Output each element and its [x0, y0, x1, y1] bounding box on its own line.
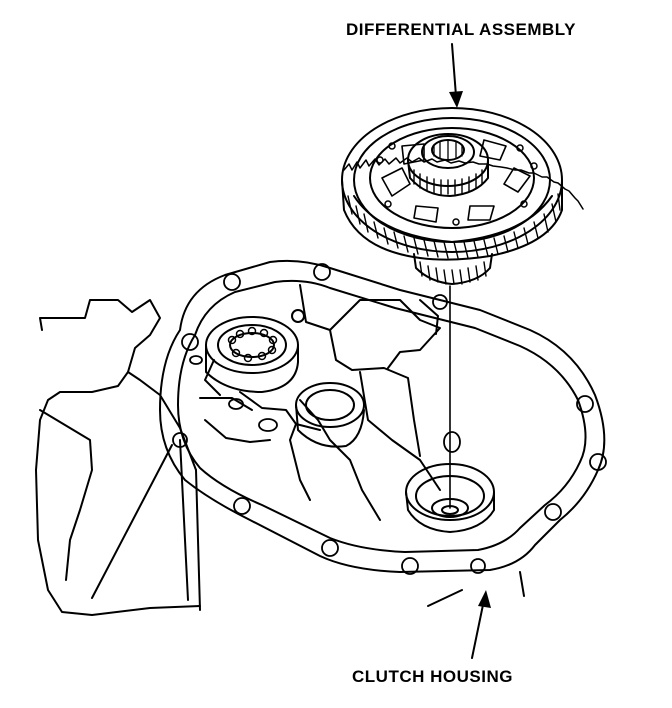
small-locating-holes [189, 355, 461, 453]
differential-assembly-label: DIFFERENTIAL ASSEMBLY [346, 20, 576, 39]
differential-assembly [341, 43, 584, 285]
housing-left-flange [35, 299, 201, 616]
rim-bolt-bosses [172, 263, 607, 575]
housing-strut [91, 439, 201, 611]
differential-lower-gear [413, 253, 493, 285]
differential-hub [407, 133, 489, 197]
mainshaft-bore [295, 382, 365, 448]
clutch-housing-pointer-line [471, 599, 485, 659]
differential-carrier [369, 127, 538, 229]
input-shaft-bearing [205, 309, 305, 393]
housing-left-body [39, 409, 93, 581]
final-drive-gear [341, 107, 584, 261]
housing-inner-rim [177, 279, 587, 553]
housing-internal-ribs [199, 284, 441, 521]
clutch-housing [35, 259, 607, 659]
differential-arrowhead [449, 91, 463, 108]
differential-pointer-line [451, 43, 457, 97]
clutch-housing-label: CLUTCH HOUSING [352, 667, 513, 686]
housing-outer-rim [159, 259, 606, 573]
housing-lower-edge-line [427, 571, 525, 607]
clutch-housing-arrowhead [478, 590, 491, 608]
